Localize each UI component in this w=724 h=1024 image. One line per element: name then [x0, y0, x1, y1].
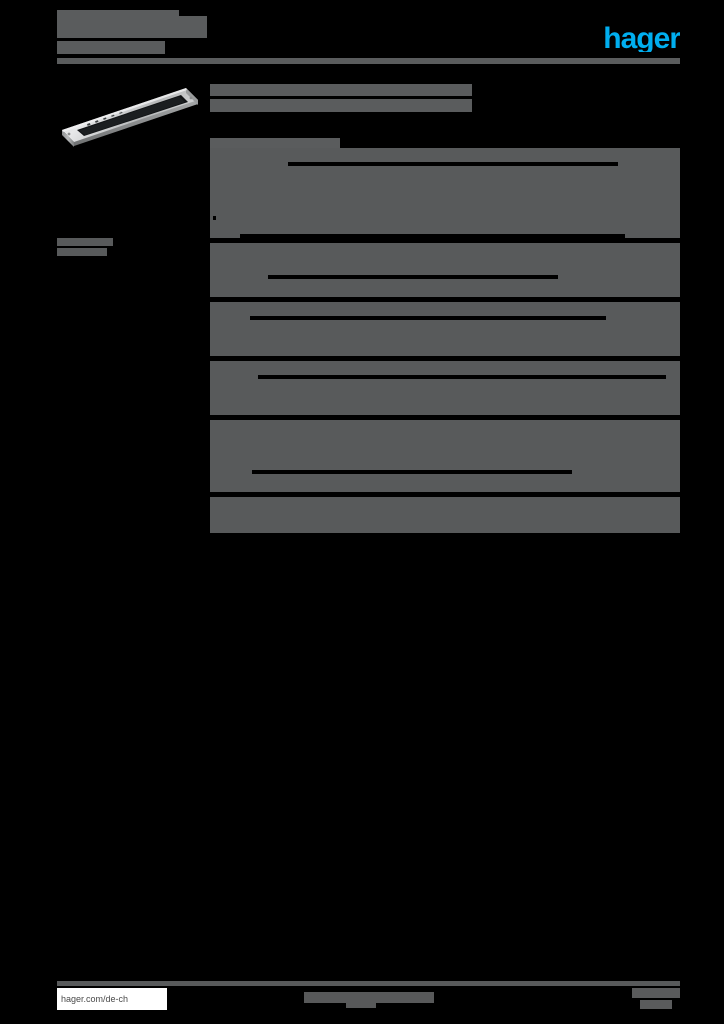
spec-row-separator — [240, 234, 625, 238]
spec-row — [210, 420, 680, 438]
spec-section-gap — [210, 415, 680, 420]
left-meta-line-1 — [57, 238, 113, 246]
spec-section-gap — [210, 238, 680, 243]
spec-row — [210, 243, 680, 261]
spec-row-separator — [250, 316, 606, 320]
spec-row-separator — [252, 470, 572, 474]
spec-row — [210, 166, 680, 184]
spec-row — [210, 320, 680, 338]
spec-row-separator — [288, 162, 618, 166]
footer-website-link[interactable]: hager.com/de-ch — [57, 988, 167, 1010]
spec-row — [210, 515, 680, 533]
product-image — [57, 84, 205, 169]
footer-center-text — [304, 992, 434, 1008]
spec-row-separator — [213, 216, 216, 220]
content-column — [210, 84, 680, 150]
spec-row — [210, 497, 680, 515]
document-subtitle — [57, 41, 165, 54]
spec-row — [210, 456, 680, 474]
spec-row — [210, 474, 680, 492]
spec-row — [210, 361, 680, 379]
spec-section — [210, 361, 680, 415]
specification-table — [210, 148, 680, 533]
spec-row — [210, 338, 680, 356]
product-heading — [210, 84, 472, 96]
spec-row-separator — [258, 375, 666, 379]
header-divider — [57, 58, 680, 64]
spec-row — [210, 438, 680, 456]
spec-section — [210, 243, 680, 297]
page-header: hager — [57, 10, 680, 68]
spec-row — [210, 397, 680, 415]
spec-row — [210, 184, 680, 202]
spec-row — [210, 302, 680, 320]
left-meta-line-2 — [57, 248, 107, 256]
spec-section — [210, 497, 680, 533]
spec-section-gap — [210, 356, 680, 361]
product-heading-underline — [210, 99, 472, 112]
footer-page-number — [632, 988, 680, 1009]
spec-section — [210, 420, 680, 492]
hager-logo: hager — [603, 26, 680, 52]
spec-row — [210, 379, 680, 397]
spec-row-separator — [268, 275, 558, 279]
spec-row — [210, 202, 680, 220]
spec-row — [210, 261, 680, 279]
document-title — [57, 10, 207, 38]
footer-divider — [57, 981, 680, 986]
spec-row — [210, 220, 680, 238]
spec-section — [210, 302, 680, 356]
spec-row — [210, 279, 680, 297]
product-reference — [210, 138, 340, 150]
left-meta-label — [57, 238, 115, 256]
spec-section-gap — [210, 492, 680, 497]
spec-section — [210, 148, 680, 238]
page-footer: hager.com/de-ch — [57, 988, 680, 1012]
spec-row — [210, 148, 680, 166]
spec-section-gap — [210, 297, 680, 302]
